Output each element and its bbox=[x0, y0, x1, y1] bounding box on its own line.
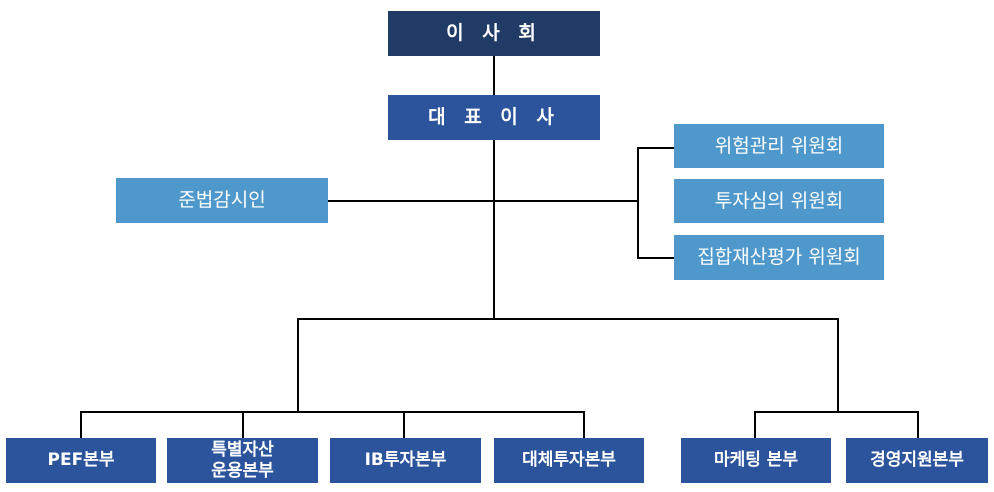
connector-dept-6 bbox=[917, 411, 919, 438]
connector-committee-1 bbox=[637, 147, 674, 149]
node-dept-pef: PEF본부 bbox=[6, 438, 156, 483]
connector-dept-3 bbox=[403, 411, 405, 438]
connector-committee-vertical bbox=[637, 147, 639, 258]
dept-label-line-2: 운용본부 bbox=[211, 460, 274, 481]
connector-compliance-committees bbox=[328, 200, 638, 202]
dept-label-line-1: 특별자산 bbox=[211, 440, 274, 461]
connector-dept-1 bbox=[80, 411, 82, 438]
node-dept-special-assets: 특별자산 운용본부 bbox=[167, 438, 318, 483]
node-ceo: 대 표 이 사 bbox=[388, 95, 600, 140]
connector-main-horizontal bbox=[297, 318, 839, 320]
node-committee-valuation: 집합재산평가 위원회 bbox=[674, 235, 884, 280]
node-dept-ib-investment: IB투자본부 bbox=[330, 438, 481, 483]
connector-left-bar bbox=[80, 411, 585, 413]
node-committee-investment: 투자심의 위원회 bbox=[674, 179, 884, 223]
connector-right-drop bbox=[837, 318, 839, 412]
node-committee-risk: 위험관리 위원회 bbox=[674, 124, 884, 168]
node-dept-management-support: 경영지원본부 bbox=[846, 438, 988, 483]
node-dept-alternative-investment: 대체투자본부 bbox=[494, 438, 644, 483]
connector-dept-2 bbox=[242, 411, 244, 438]
connector-right-bar bbox=[754, 411, 919, 413]
node-compliance-officer: 준법감시인 bbox=[116, 178, 328, 223]
node-dept-marketing: 마케팅 본부 bbox=[681, 438, 831, 483]
connector-ceo-trunk bbox=[493, 140, 495, 319]
connector-committee-3 bbox=[637, 257, 674, 259]
connector-dept-4 bbox=[583, 411, 585, 438]
connector-dept-5 bbox=[754, 411, 756, 438]
connector-left-drop bbox=[297, 318, 299, 412]
connector-board-ceo bbox=[493, 56, 495, 95]
node-board: 이 사 회 bbox=[388, 11, 600, 56]
